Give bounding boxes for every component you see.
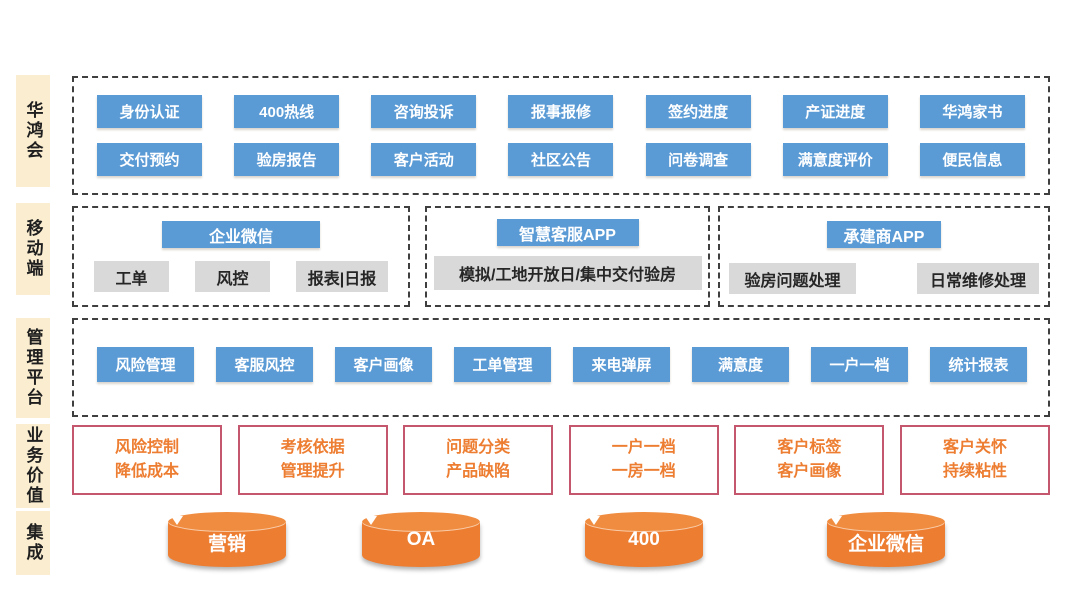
sidebar-label-platform: 管理平台	[16, 318, 50, 418]
node-statistics-report: 统计报表	[930, 347, 1027, 382]
group-contractor-app: 承建商APP 验房问题处理 日常维修处理	[718, 206, 1050, 307]
sidebar-label-business-value: 业务价值	[16, 424, 50, 508]
cylinder-marker-icon	[171, 516, 183, 525]
node-risk-management: 风险管理	[97, 347, 194, 382]
cylinder-label: OA	[406, 529, 436, 550]
cylinder-marker-icon	[830, 516, 842, 525]
node-identity-auth: 身份认证	[97, 95, 202, 128]
huahonghui-row-1: 身份认证 400热线 咨询投诉 报事报修 签约进度 产证进度 华鸿家书	[97, 95, 1025, 128]
group-wecom-title: 企业微信	[162, 221, 320, 248]
value-line: 问题分类	[446, 439, 511, 456]
value-card-defect: 问题分类 产品缺陷	[403, 425, 554, 495]
cylinder-label: 400	[628, 529, 660, 550]
node-one-household: 一户一档	[811, 347, 908, 382]
node-convenience-info: 便民信息	[919, 143, 1025, 176]
node-service-risk: 客服风控	[216, 347, 313, 382]
cylinder-marker-icon	[588, 516, 600, 525]
node-inspection-issue: 验房问题处理	[729, 263, 856, 294]
node-consult-complaint: 咨询投诉	[371, 95, 477, 128]
group-wecom-items: 工单 风控 报表|日报	[74, 261, 408, 292]
value-line: 一户一档	[611, 439, 676, 456]
cylinder-top	[585, 512, 703, 532]
node-questionnaire: 问卷调查	[645, 143, 751, 176]
node-community-notice: 社区公告	[508, 143, 614, 176]
cylinder-wecom: 企业微信	[827, 512, 945, 568]
platform-row: 风险管理 客服风控 客户画像 工单管理 来电弹屏 满意度 一户一档 统计报表	[97, 347, 1027, 382]
node-openday-delivery: 模拟/工地开放日/集中交付验房	[433, 256, 702, 290]
value-line: 客户关怀	[942, 439, 1007, 456]
node-400-hotline: 400热线	[234, 95, 340, 128]
node-call-popup: 来电弹屏	[573, 347, 670, 382]
node-satisfaction-review: 满意度评价	[782, 143, 888, 176]
sidebar-label-integration: 集成	[16, 511, 50, 575]
node-risk-control: 风控	[195, 261, 270, 292]
cylinder-label: 营销	[207, 534, 246, 555]
section-platform: 风险管理 客服风控 客户画像 工单管理 来电弹屏 满意度 一户一档 统计报表	[72, 318, 1050, 417]
group-contractor-items: 验房问题处理 日常维修处理	[720, 263, 1048, 294]
group-smart-service-title: 智慧客服APP	[496, 219, 639, 246]
value-card-assessment: 考核依据 管理提升	[237, 425, 388, 495]
sidebar-label-mobile: 移动端	[16, 203, 50, 295]
group-smart-service-items: 模拟/工地开放日/集中交付验房	[427, 256, 708, 290]
group-wecom: 企业微信 工单 风控 报表|日报	[72, 206, 410, 307]
node-delivery-booking: 交付预约	[97, 143, 202, 176]
value-line: 一房一档	[611, 463, 676, 480]
node-satisfaction: 满意度	[692, 347, 789, 382]
cylinder-marketing: 营销	[168, 512, 286, 568]
cylinder-top	[362, 512, 480, 532]
group-smart-service-app: 智慧客服APP 模拟/工地开放日/集中交付验房	[425, 206, 710, 307]
section-huahonghui: 身份认证 400热线 咨询投诉 报事报修 签约进度 产证进度 华鸿家书 交付预约…	[72, 76, 1050, 195]
node-workorder-mgmt: 工单管理	[454, 347, 551, 382]
value-line: 管理提升	[280, 463, 345, 480]
value-line: 降低成本	[114, 463, 179, 480]
cylinder-marker-icon	[365, 516, 377, 525]
cylinder-400: 400	[585, 512, 703, 568]
node-huahong-letter: 华鸿家书	[919, 95, 1025, 128]
huahonghui-row-2: 交付预约 验房报告 客户活动 社区公告 问卷调查 满意度评价 便民信息	[97, 143, 1025, 176]
node-customer-activity: 客户活动	[371, 143, 477, 176]
node-certificate-progress: 产证进度	[782, 95, 888, 128]
section-business-value: 风险控制 降低成本 考核依据 管理提升 问题分类 产品缺陷 一户一档 一房一档 …	[72, 425, 1050, 495]
node-report-repair: 报事报修	[508, 95, 614, 128]
node-work-order: 工单	[94, 261, 169, 292]
value-line: 客户标签	[777, 439, 842, 456]
value-card-archive: 一户一档 一房一档	[568, 425, 719, 495]
node-customer-profile: 客户画像	[335, 347, 432, 382]
value-line: 风险控制	[114, 439, 179, 456]
node-daily-maintenance: 日常维修处理	[917, 263, 1039, 294]
group-contractor-title: 承建商APP	[827, 221, 941, 248]
node-inspection-report: 验房报告	[234, 143, 340, 176]
cylinder-top	[827, 512, 945, 532]
value-line: 持续粘性	[942, 463, 1007, 480]
sidebar-label-huahonghui: 华鸿会	[16, 75, 50, 187]
cylinder-oa: OA	[362, 512, 480, 568]
cylinder-top	[168, 512, 286, 532]
value-card-label: 客户标签 客户画像	[734, 425, 885, 495]
value-card-care: 客户关怀 持续粘性	[899, 425, 1050, 495]
value-line: 考核依据	[280, 439, 345, 456]
node-report-daily: 报表|日报	[296, 261, 388, 292]
cylinder-label: 企业微信	[847, 534, 924, 555]
value-line: 产品缺陷	[446, 463, 511, 480]
node-signing-progress: 签约进度	[645, 95, 751, 128]
value-card-risk: 风险控制 降低成本	[72, 425, 222, 495]
value-line: 客户画像	[777, 463, 842, 480]
